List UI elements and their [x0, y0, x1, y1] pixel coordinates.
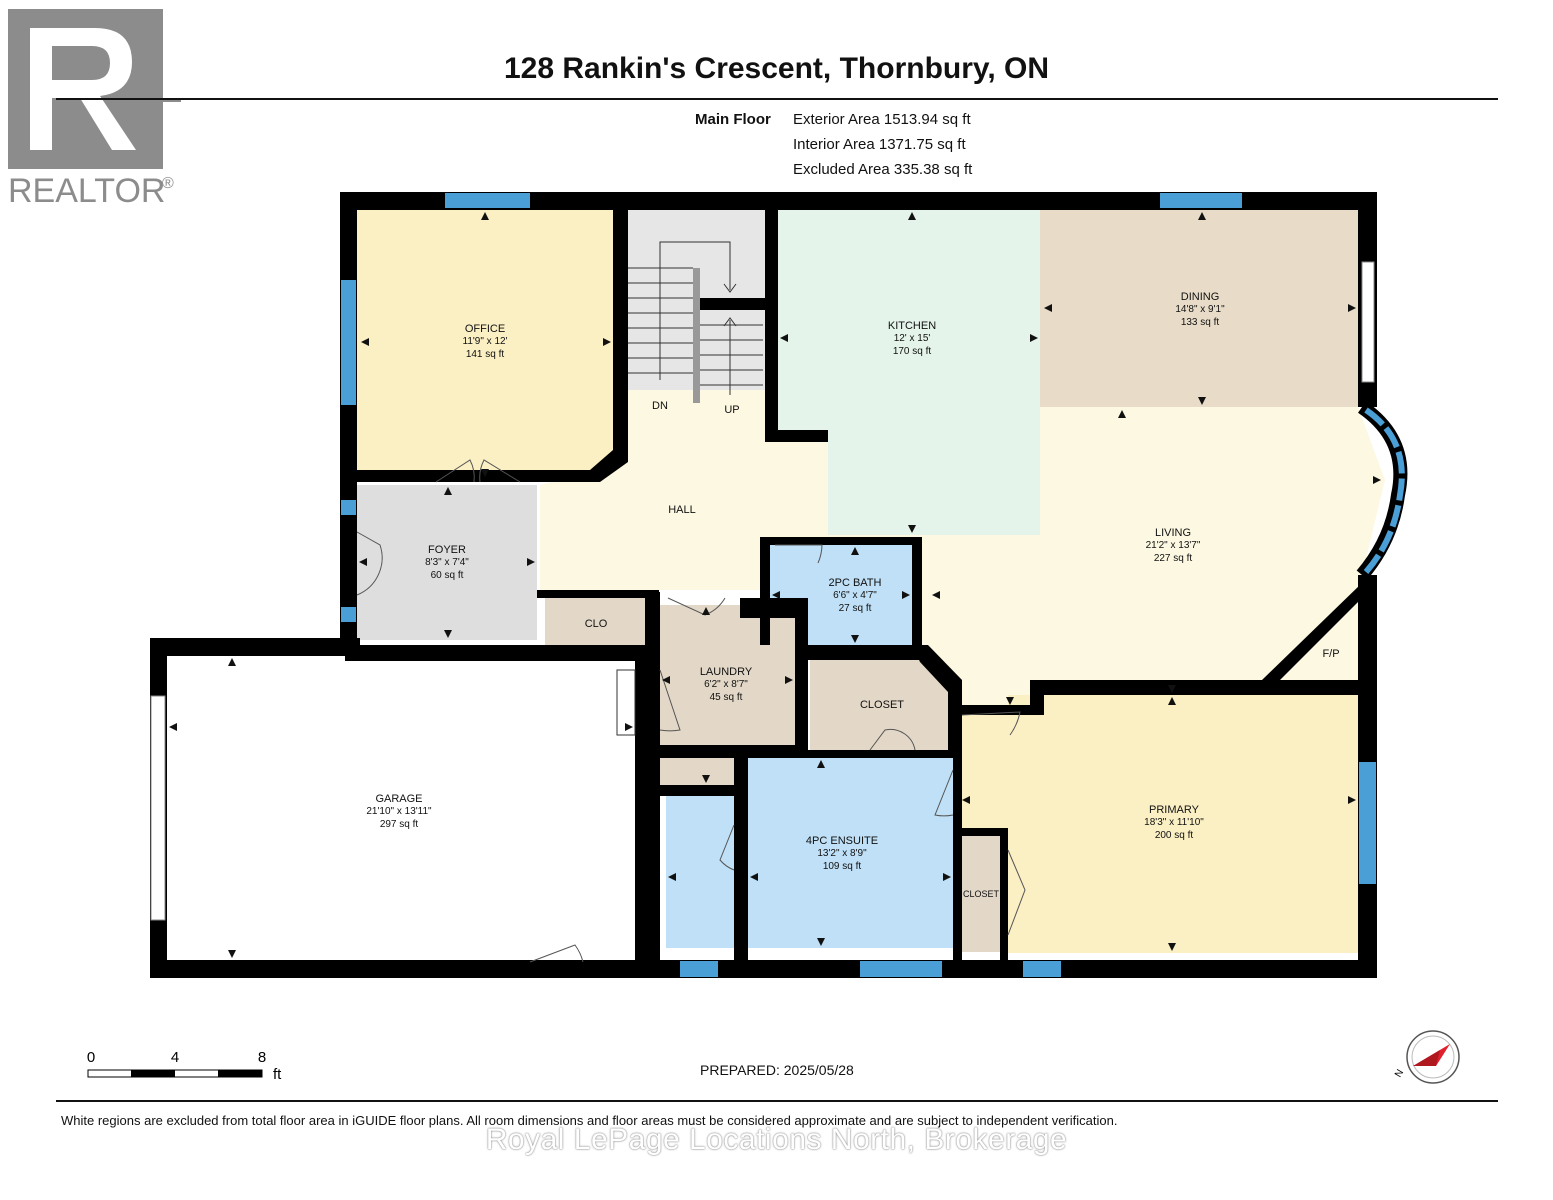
- stairs: [628, 241, 763, 395]
- stairs-up-label: UP: [724, 404, 739, 416]
- ensuite-name: 4PC ENSUITE: [806, 835, 878, 847]
- interior-area: Interior Area 1371.75 sq ft: [793, 136, 966, 153]
- stair-rail: [693, 268, 700, 403]
- brokerage-watermark: Royal LePage Locations North, Brokerage: [485, 1123, 1068, 1156]
- scale-tick-0: 0: [87, 1049, 95, 1066]
- bath2-area: 27 sq ft: [839, 603, 872, 614]
- excluded-area: Excluded Area 335.38 sq ft: [793, 161, 973, 178]
- windows: [150, 193, 1376, 977]
- foyer-dims: 8'3" x 7'4": [425, 557, 469, 568]
- garage-name: GARAGE: [375, 793, 422, 805]
- kitchen-area: 170 sq ft: [893, 346, 932, 357]
- foyer-name: FOYER: [428, 544, 466, 556]
- hall-fill: [540, 390, 828, 590]
- compass-icon: N: [1393, 1030, 1460, 1084]
- bath2-name: 2PC BATH: [829, 577, 882, 589]
- laundry-dims: 6'2" x 8'7": [704, 679, 748, 690]
- ensuite-fill: [748, 758, 953, 948]
- fireplace-label: F/P: [1322, 648, 1339, 660]
- closet1-name: CLOSET: [860, 699, 904, 711]
- laundry-name: LAUNDRY: [700, 666, 753, 678]
- living-area: 227 sq ft: [1154, 553, 1193, 564]
- foyer-area: 60 sq ft: [431, 570, 464, 581]
- kitchen-dims: 12' x 15': [894, 333, 931, 344]
- ensuite-dims: 13'2" x 8'9": [817, 848, 867, 859]
- stair-landing-wall: [700, 298, 765, 310]
- closet2-name: CLOSET: [963, 889, 1000, 899]
- primary-fill: [1008, 695, 1358, 953]
- ensuite-area: 109 sq ft: [823, 861, 862, 872]
- disclaimer-text: White regions are excluded from total fl…: [61, 1113, 1118, 1128]
- living-dims: 21'2" x 13'7": [1146, 540, 1201, 551]
- bottom-divider: [56, 1100, 1498, 1102]
- compass-north-label: N: [1393, 1068, 1406, 1080]
- realtor-logo: REALTOR ®: [8, 9, 181, 210]
- bay-window-glass: [1363, 407, 1405, 574]
- kitchen-name: KITCHEN: [888, 320, 936, 332]
- primary-area: 200 sq ft: [1155, 830, 1194, 841]
- realtor-logo-text: REALTOR: [8, 172, 165, 210]
- bath2-dims: 6'6" x 4'7": [833, 590, 877, 601]
- clo-fill: [545, 597, 645, 647]
- dining-dims: 14'8" x 9'1": [1175, 304, 1225, 315]
- top-divider: [56, 98, 1498, 100]
- ensuite-side-fill: [666, 796, 734, 948]
- scale-unit: ft: [273, 1066, 282, 1083]
- office-dims: 11'9" x 12': [463, 336, 508, 347]
- closet1-fill: [810, 660, 950, 750]
- dining-fill: [1040, 210, 1358, 407]
- dining-name: DINING: [1181, 291, 1220, 303]
- primary-name: PRIMARY: [1149, 804, 1200, 816]
- laundry-fill: [660, 605, 795, 785]
- floor-label: Main Floor: [695, 111, 771, 128]
- stairs-down-label: DN: [652, 400, 668, 412]
- realtor-registered-mark: ®: [162, 175, 174, 192]
- office-fill: [357, 210, 613, 470]
- living-name: LIVING: [1155, 527, 1191, 539]
- scale-tick-4: 4: [171, 1049, 179, 1066]
- page-title: 128 Rankin's Crescent, Thornbury, ON: [503, 52, 1050, 85]
- hall-name: HALL: [668, 504, 696, 516]
- office-name: OFFICE: [465, 323, 505, 335]
- living-fill: [828, 407, 1385, 705]
- laundry-area: 45 sq ft: [710, 692, 743, 703]
- closet2-fill: [962, 835, 1000, 952]
- primary-fill-left: [960, 715, 1008, 828]
- clo-name: CLO: [585, 618, 608, 630]
- scale-bar: 0 4 8 ft: [87, 1049, 282, 1083]
- dining-area: 133 sq ft: [1181, 317, 1220, 328]
- garage-step: [616, 669, 636, 736]
- primary-dims: 18'3" x 11'10": [1144, 817, 1204, 828]
- prepared-date: PREPARED: 2025/05/28: [700, 1062, 854, 1078]
- scale-tick-8: 8: [258, 1049, 266, 1066]
- garage-area: 297 sq ft: [380, 819, 419, 830]
- garage-dims: 21'10" x 13'11": [366, 806, 432, 817]
- foyer-fill: [357, 485, 537, 640]
- office-area: 141 sq ft: [466, 349, 505, 360]
- exterior-area: Exterior Area 1513.94 sq ft: [793, 111, 971, 128]
- dimension-arrows: [169, 212, 1381, 958]
